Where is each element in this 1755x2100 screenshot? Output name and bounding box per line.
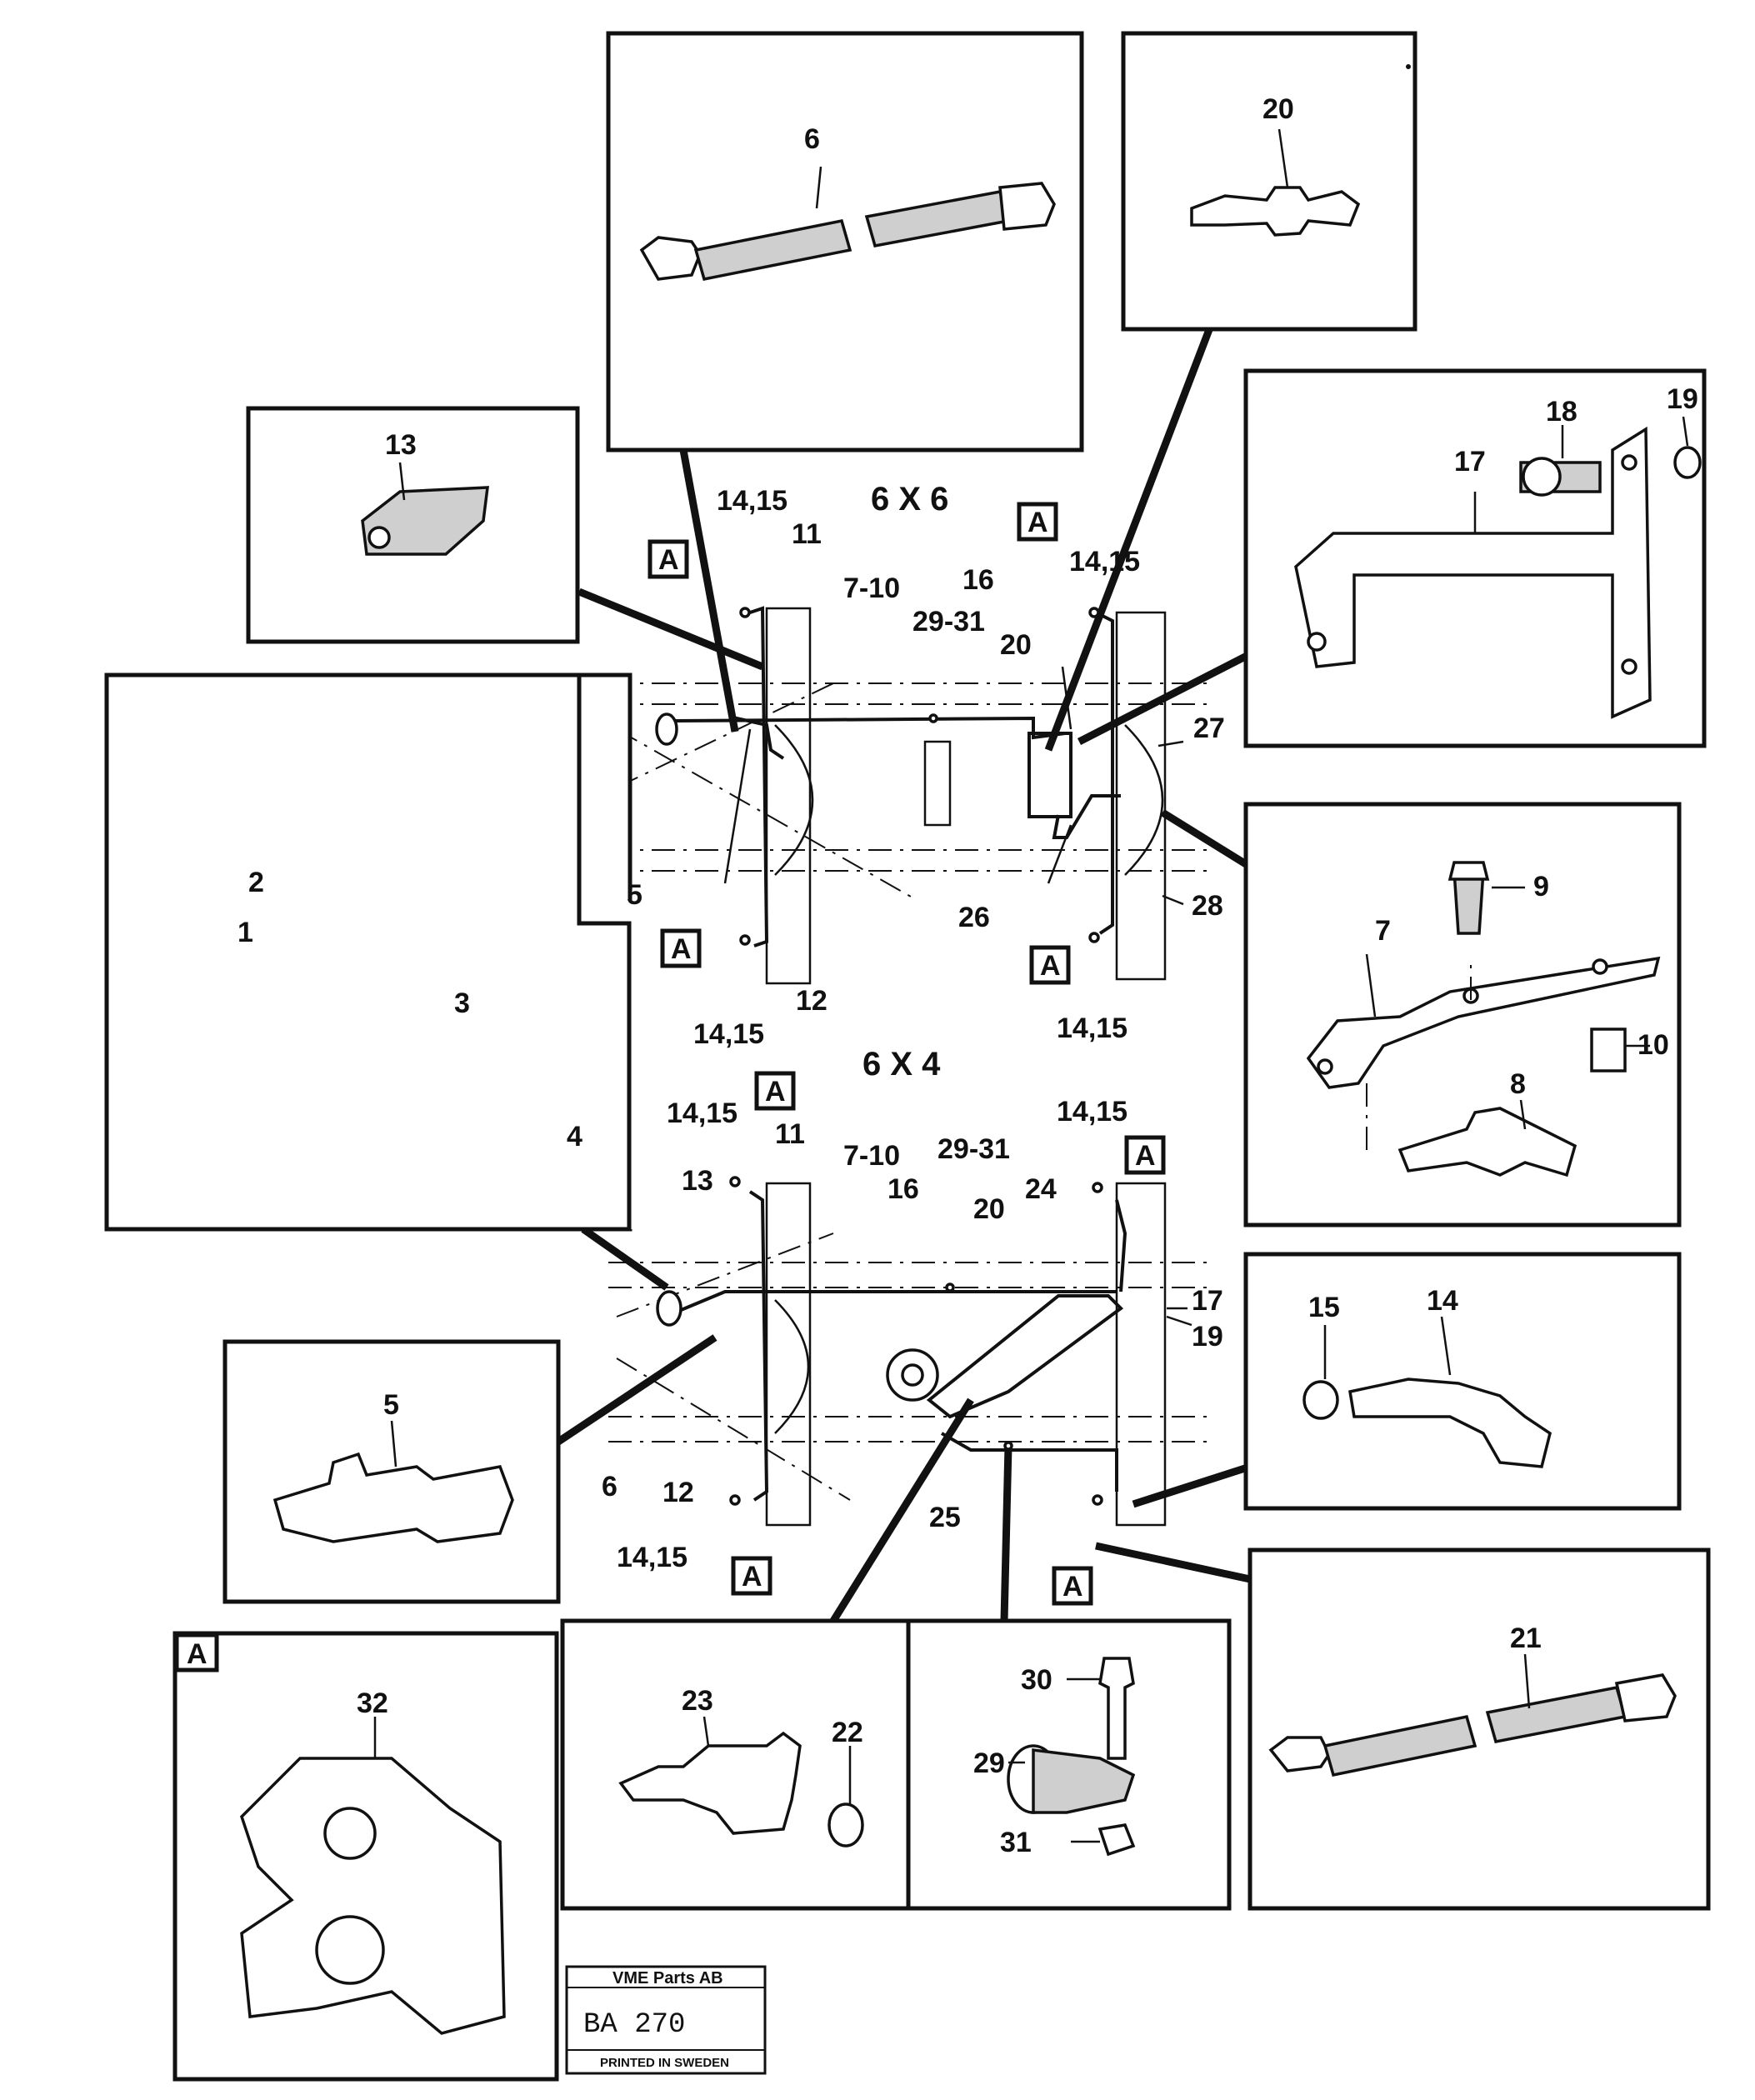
callout-11: 11 [792, 518, 822, 550]
marker-box [174, 1632, 219, 1672]
callout-10: 10 [1638, 1029, 1669, 1061]
marker-label: A [742, 1561, 762, 1592]
callout-7-10: 7-10 [843, 572, 900, 604]
stamp-code: BA 270 [583, 2009, 685, 2041]
callout-14-15: 14,15 [667, 1098, 738, 1129]
marker-label: A [1040, 950, 1061, 982]
callout-20: 20 [1262, 93, 1294, 125]
callout-25: 25 [929, 1502, 961, 1533]
callout-19: 19 [1192, 1321, 1223, 1352]
callout-29: 29 [973, 1748, 1005, 1779]
marker-label: A [671, 933, 692, 965]
callout-3: 3 [454, 988, 470, 1019]
callout-16: 16 [888, 1173, 919, 1205]
callout-9: 9 [1533, 871, 1549, 902]
detail-box-clamp-29 [906, 1618, 1232, 1911]
callout-30: 30 [1021, 1664, 1052, 1696]
callout-31: 31 [1000, 1827, 1032, 1858]
callout-22: 22 [832, 1717, 863, 1748]
callout-14-15: 14,15 [1057, 1096, 1128, 1128]
callout-14-15: 14,15 [617, 1542, 688, 1573]
detail-box-tee-23 [560, 1618, 911, 1911]
detail-box-block-13 [246, 406, 580, 644]
marker-label: A [1135, 1140, 1156, 1172]
label-group: 6 X 6 6 X 4 A A A A A A A A A 6 20 13 18… [187, 93, 1698, 1858]
callout-11: 11 [775, 1118, 805, 1150]
callout-17: 17 [1192, 1285, 1223, 1317]
callout-7-10: 7-10 [843, 1140, 900, 1172]
callout-20: 20 [1000, 629, 1032, 661]
marker-label: A [658, 544, 679, 576]
callout-1: 1 [238, 917, 253, 948]
callout-6: 6 [804, 123, 820, 155]
callout-17: 17 [1454, 446, 1486, 478]
callout-14: 14 [1427, 1285, 1458, 1317]
callout-14-15: 14,15 [1069, 546, 1140, 578]
callout-29-31: 29-31 [938, 1133, 1010, 1165]
marker-label: A [1062, 1571, 1083, 1602]
detail-box-cylinder-outline [104, 672, 632, 1232]
callout-5: 5 [383, 1389, 399, 1421]
callout-5: 5 [627, 879, 642, 911]
callout-24: 24 [1025, 1173, 1057, 1205]
callout-20: 20 [973, 1193, 1005, 1225]
detail-box-pedestal-32 [172, 1631, 559, 2082]
callout-8: 8 [1510, 1068, 1526, 1100]
callout-12: 12 [662, 1477, 694, 1508]
detail-box-tee-5 [222, 1339, 561, 1604]
stamp-printed: PRINTED IN SWEDEN [600, 2056, 729, 2070]
callout-14-15: 14,15 [1057, 1012, 1128, 1044]
callout-2: 2 [248, 867, 264, 898]
callout-32: 32 [357, 1688, 388, 1719]
detail-box-elbow-14 [1243, 1252, 1682, 1511]
callout-16: 16 [962, 564, 994, 596]
callout-12: 12 [796, 985, 828, 1017]
stamp-box: VME Parts AB BA 270 PRINTED IN SWEDEN [565, 1965, 767, 2075]
detail-box-bracket-7 [1243, 802, 1682, 1228]
config-title-6x4: 6 X 4 [862, 1046, 941, 1082]
callout-13: 13 [385, 429, 417, 461]
marker-label: A [765, 1076, 786, 1108]
chassis-6x6 [608, 606, 1208, 985]
callout-19: 19 [1667, 383, 1698, 415]
callout-6: 6 [602, 1471, 618, 1502]
marker-group [648, 502, 1166, 1606]
callout-15: 15 [1308, 1292, 1340, 1323]
callout-7: 7 [1375, 915, 1391, 947]
marker-label: A [187, 1638, 208, 1670]
callout-28: 28 [1192, 890, 1223, 922]
callout-14-15: 14,15 [717, 485, 788, 517]
callout-4: 4 [567, 1121, 582, 1152]
callout-13: 13 [682, 1165, 713, 1197]
callout-26: 26 [958, 902, 990, 933]
callout-29-31: 29-31 [912, 606, 985, 638]
detail-box-union-20 [1121, 31, 1418, 332]
callout-21: 21 [1510, 1622, 1542, 1654]
callout-27: 27 [1193, 712, 1225, 744]
detail-box-bracket-17 [1243, 368, 1707, 748]
detail-box-hose-21 [1248, 1548, 1711, 1911]
callout-18: 18 [1546, 396, 1578, 428]
callout-23: 23 [682, 1685, 713, 1717]
chassis-6x4 [608, 1176, 1208, 1527]
stamp-company: VME Parts AB [612, 1969, 723, 1988]
callout-14-15: 14,15 [693, 1018, 764, 1050]
config-title-6x6: 6 X 6 [871, 481, 948, 518]
marker-label: A [1028, 507, 1048, 538]
detail-box-hose-6 [606, 31, 1084, 452]
